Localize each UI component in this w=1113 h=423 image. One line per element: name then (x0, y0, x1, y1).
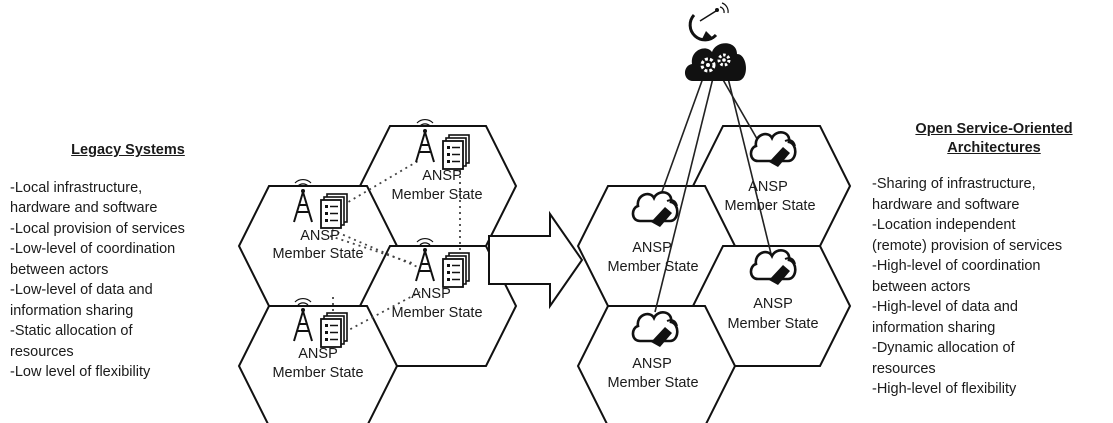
legacy-systems-title: Legacy Systems (71, 142, 185, 158)
server-rack-icon (320, 312, 348, 348)
soa-bottom-label-1: ANSP (632, 356, 672, 372)
legacy-systems-list: -Local infrastructure, hardware and soft… (10, 178, 246, 383)
soa-cloud-links (654, 77, 774, 313)
legacy-top-label-2: Member State (391, 187, 482, 203)
soa-title: Open Service-Oriented Architectures (872, 120, 1112, 158)
legacy-bottom-label-1: ANSP (298, 346, 338, 362)
list-item: -Static allocation of (10, 323, 133, 339)
list-item: between actors (872, 278, 971, 295)
cloud-icon (631, 311, 679, 349)
list-item: -Local infrastructure, (10, 179, 143, 196)
legacy-bottom-label-2: Member State (272, 365, 363, 381)
list-item: between actors (10, 261, 109, 278)
soa-left-label-2: Member State (607, 259, 698, 275)
list-item: -High-level of data and (872, 299, 1018, 315)
soa-list: -Sharing of infrastructure, hardware and… (872, 174, 1112, 400)
list-item: (remote) provision of services (872, 237, 1063, 254)
soa-title-line-2: Architectures (947, 140, 1041, 156)
list-item: -Low-level of coordination (10, 241, 176, 257)
soa-hex-bottom (576, 305, 737, 423)
list-item: information sharing (872, 319, 996, 336)
cloud-gears-icon (684, 43, 747, 81)
legacy-top-label-1: ANSP (422, 168, 462, 184)
server-rack-icon (442, 252, 470, 288)
list-item: -High-level of coordination (872, 258, 1041, 274)
legacy-left-label-1: ANSP (300, 228, 340, 244)
legacy-systems-panel: Legacy Systems -Local infrastructure, ha… (10, 140, 246, 383)
soa-panel: Open Service-Oriented Architectures -Sha… (872, 120, 1112, 400)
satellite-dish-icon (688, 2, 729, 42)
legacy-dotted-links (329, 160, 461, 333)
list-item: -Sharing of infrastructure, (872, 176, 1036, 192)
list-item: resources (872, 360, 936, 377)
cloud-icon (749, 249, 797, 287)
legacy-right-label-1: ANSP (411, 286, 451, 302)
list-item: -Low level of flexibility (10, 364, 151, 380)
cloud-icon (749, 131, 797, 169)
soa-right-label-2: Member State (727, 316, 818, 332)
list-item: -Location independent (872, 217, 1016, 233)
list-item: hardware and software (10, 200, 158, 216)
server-rack-icon (442, 134, 470, 170)
server-rack-icon (320, 193, 348, 229)
soa-right-label-1: ANSP (753, 296, 793, 312)
list-item: -Local provision of services (10, 220, 185, 237)
soa-top-label-1: ANSP (748, 179, 788, 195)
list-item: resources (10, 343, 74, 360)
legacy-right-label-2: Member State (391, 305, 482, 321)
soa-bottom-label-2: Member State (607, 375, 698, 391)
list-item: information sharing (10, 302, 134, 319)
soa-title-line-1: Open Service-Oriented (915, 121, 1073, 137)
list-item: -High-level of flexibility (872, 381, 1017, 397)
cloud-icon (631, 191, 679, 229)
legacy-left-label-2: Member State (272, 246, 363, 262)
legacy-hex-bottom (237, 305, 399, 423)
transition-arrow (488, 210, 584, 310)
soa-left-label-1: ANSP (632, 240, 672, 256)
soa-top-label-2: Member State (724, 198, 815, 214)
list-item: -Dynamic allocation of (872, 340, 1015, 356)
list-item: -Low-level of data and (10, 282, 153, 298)
list-item: hardware and software (872, 196, 1020, 213)
